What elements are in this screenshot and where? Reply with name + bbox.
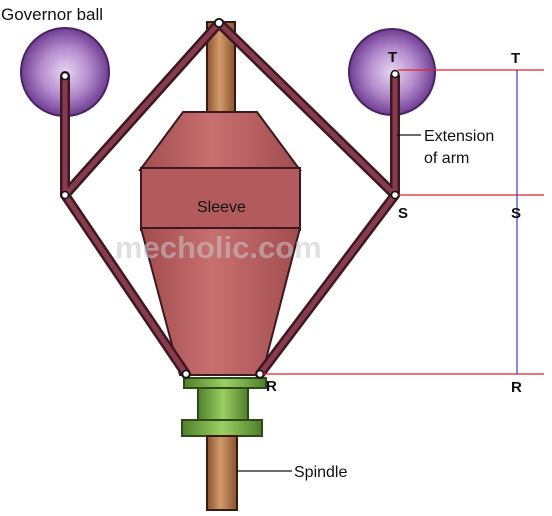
label-sleeve: Sleeve	[197, 199, 246, 216]
sleeve	[138, 111, 302, 376]
sleeve-collar-top	[183, 377, 267, 389]
label-point-r: R	[266, 378, 277, 395]
sleeve-collar-bottom	[181, 419, 263, 437]
label-dim-t: T	[511, 50, 520, 67]
arms	[60, 18, 400, 379]
label-extension-line1: Extension	[424, 128, 494, 145]
watermark: mecholic.com	[115, 230, 322, 265]
sleeve-collar-body	[197, 387, 249, 423]
label-point-s: S	[398, 205, 408, 222]
label-dim-s: S	[511, 205, 521, 222]
label-governor-ball: Governor ball	[1, 5, 103, 24]
label-point-t: T	[388, 49, 397, 66]
label-spindle: Spindle	[294, 464, 347, 481]
spindle-bottom	[206, 435, 238, 511]
pivots	[60, 18, 400, 379]
guide-lines	[262, 69, 544, 375]
label-dim-r: R	[511, 379, 522, 396]
label-extension-line2: of arm	[424, 150, 469, 167]
